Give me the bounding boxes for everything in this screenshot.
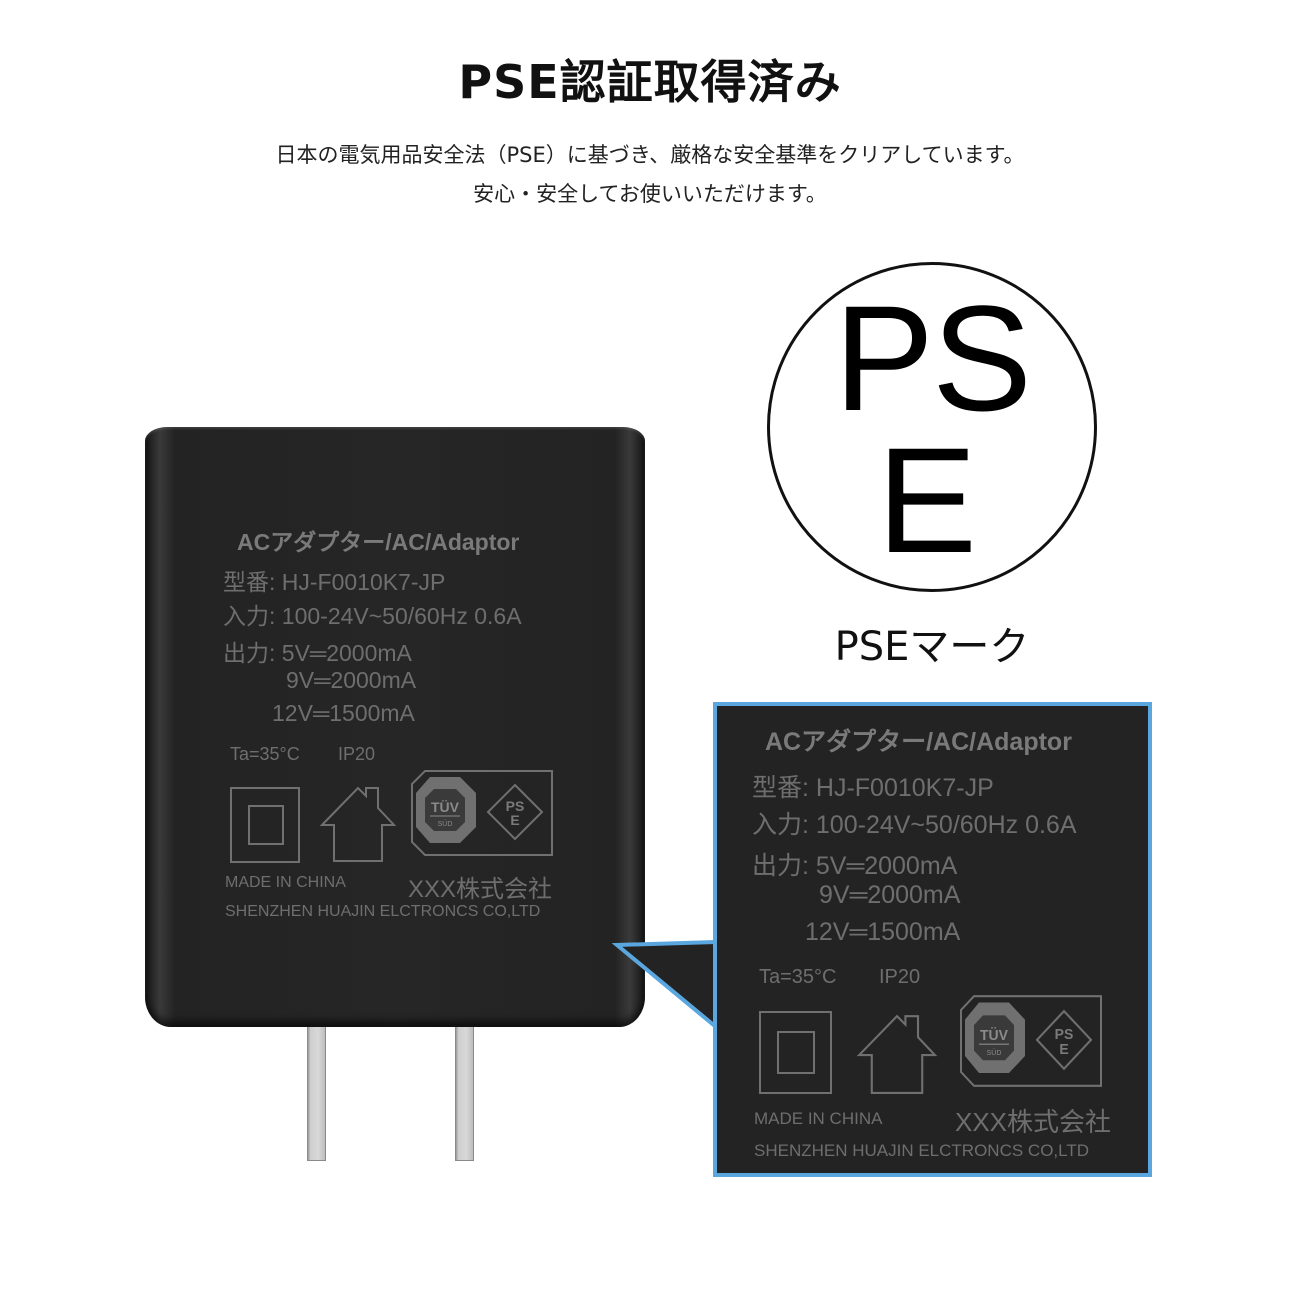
output-row-3: 12V═1500mA bbox=[272, 700, 415, 726]
zoom-double-insulation-icon bbox=[759, 1011, 832, 1094]
pse-mark-bottom-letter: E bbox=[876, 416, 978, 584]
input-row: 入力: 100-24V~50/60Hz 0.6A bbox=[223, 603, 522, 629]
zoom-output-row-2: 9V═2000mA bbox=[819, 881, 961, 909]
plug-prong-left bbox=[307, 1026, 326, 1161]
pse-mark-caption: PSEマーク bbox=[834, 624, 1030, 670]
description-line-2: 安心・安全してお使いいただけます。 bbox=[473, 182, 827, 206]
model-row: 型番: HJ-F0010K7-JP bbox=[223, 569, 446, 595]
zoom-manufacturer: SHENZHEN HUAJIN ELCTRONCS CO,LTD bbox=[754, 1141, 1089, 1160]
zoom-output-row-1: 出力: 5V═2000mA bbox=[752, 852, 958, 880]
svg-text:SÜD: SÜD bbox=[987, 1048, 1002, 1057]
zoom-adapter-title: ACアダプター/AC/Adaptor bbox=[765, 728, 1072, 756]
svg-text:E: E bbox=[1059, 1041, 1069, 1058]
svg-text:PS: PS bbox=[506, 798, 525, 814]
zoom-indoor-use-house-icon bbox=[857, 1014, 937, 1094]
pse-diamond-icon bbox=[486, 783, 544, 841]
pse-mark-top-letters: PS bbox=[833, 274, 1032, 442]
zoom-model-row: 型番: HJ-F0010K7-JP bbox=[752, 774, 994, 802]
zoomed-label-callout: ACアダプター/AC/Adaptor 型番: HJ-F0010K7-JP 入力:… bbox=[713, 702, 1152, 1177]
svg-text:TÜV: TÜV bbox=[980, 1027, 1008, 1045]
output-row-1: 出力: 5V═2000mA bbox=[223, 640, 412, 666]
zoom-ambient-temp: Ta=35°C bbox=[759, 966, 837, 988]
description-line-1: 日本の電気用品安全法（PSE）に基づき、厳格な安全基準をクリアしています。 bbox=[275, 143, 1025, 167]
double-insulation-icon bbox=[230, 787, 300, 863]
certification-marks-icon: TÜV SÜD PS E bbox=[411, 770, 553, 856]
company-jp: XXX株式会社 bbox=[408, 876, 553, 903]
ambient-temp: Ta=35°C bbox=[230, 744, 300, 764]
indoor-use-house-icon bbox=[320, 786, 396, 862]
zoom-made-in-china: MADE IN CHINA bbox=[754, 1109, 883, 1128]
pse-round-mark-icon: PS E bbox=[767, 262, 1097, 592]
svg-text:E: E bbox=[510, 812, 519, 828]
zoom-company-jp: XXX株式会社 bbox=[955, 1107, 1112, 1137]
ac-adapter-image: ACアダプター/AC/Adaptor 型番: HJ-F0010K7-JP 入力:… bbox=[145, 427, 645, 1027]
plug-prong-right bbox=[455, 1026, 474, 1161]
ip-rating: IP20 bbox=[338, 744, 376, 764]
svg-text:PS: PS bbox=[1055, 1026, 1074, 1043]
output-row-2: 9V═2000mA bbox=[286, 667, 417, 693]
zoom-certification-marks-icon: TÜV SÜD PS E bbox=[960, 995, 1102, 1087]
zoom-ip-rating: IP20 bbox=[879, 966, 921, 988]
made-in-china: MADE IN CHINA bbox=[225, 874, 346, 891]
adapter-title: ACアダプター/AC/Adaptor bbox=[237, 529, 520, 555]
manufacturer: SHENZHEN HUAJIN ELCTRONCS CO,LTD bbox=[225, 903, 541, 920]
svg-text:SÜD: SÜD bbox=[438, 820, 453, 828]
zoom-input-row: 入力: 100-24V~50/60Hz 0.6A bbox=[752, 811, 1077, 839]
svg-text:TÜV: TÜV bbox=[431, 799, 460, 815]
zoom-output-row-3: 12V═1500mA bbox=[805, 918, 961, 946]
page-title: PSE認証取得済み bbox=[458, 55, 842, 109]
